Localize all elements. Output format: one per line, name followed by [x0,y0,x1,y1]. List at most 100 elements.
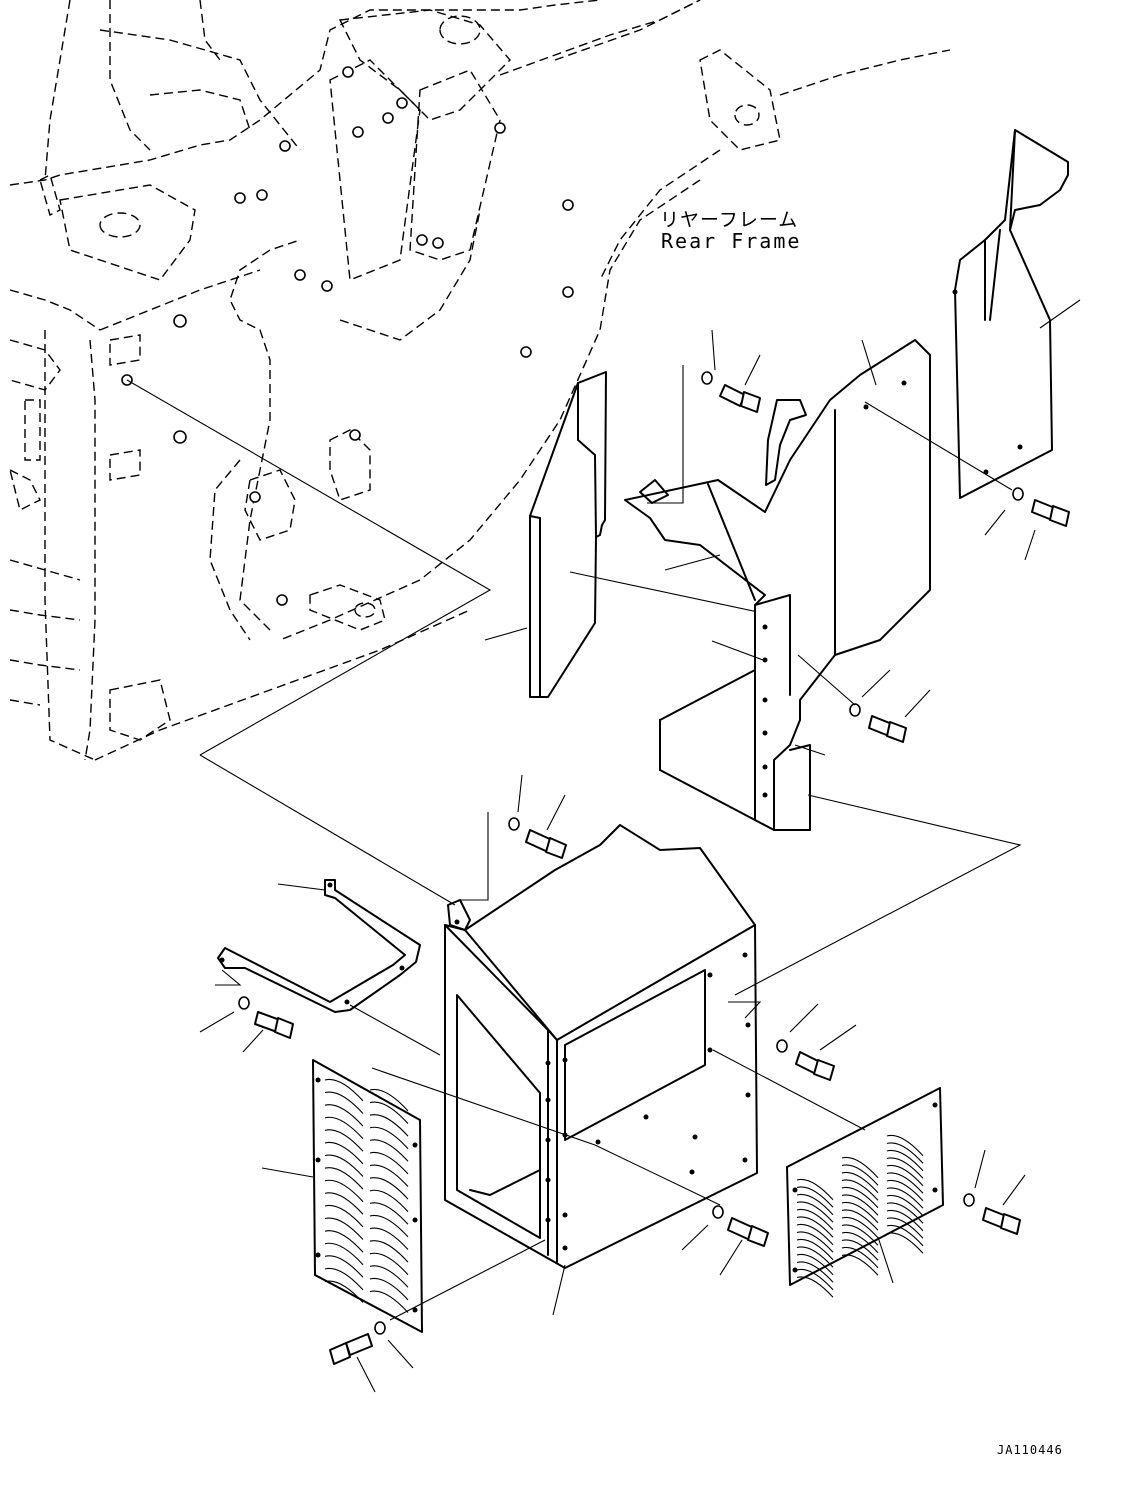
grille-slot [369,1202,409,1225]
grille-slot [796,1276,834,1298]
grille-slot [886,1224,924,1247]
grille-slot [369,1277,409,1301]
grille-slot [369,1265,409,1288]
frame-bolt-markers [121,66,574,606]
grille-slot [796,1246,834,1268]
grille-slot [796,1231,834,1253]
grille-slot [324,1091,364,1114]
grille-slot [886,1232,924,1254]
grille-slot [369,1227,409,1250]
grille-slot [886,1209,924,1232]
grille-slot [841,1246,879,1269]
grille-slot [369,1177,409,1200]
grille-slot [796,1238,834,1261]
grille-slot [796,1208,834,1231]
grille-slot [886,1172,924,1194]
grille-slot [324,1192,364,1215]
drawing-id: JA110446 [997,1443,1063,1457]
grille-slot [886,1164,924,1187]
grille-slot [369,1151,409,1175]
rear-frame-label-jp: リヤーフレーム [660,209,799,231]
grille-slot [324,1179,364,1203]
bolt-lower-center [681,1205,769,1276]
right-grille [712,1049,944,1298]
grille-slot [324,1129,364,1152]
grille-slot [886,1202,924,1224]
bolt-strap [199,969,294,1053]
grille-slot [886,1194,924,1217]
grille-slot [796,1186,834,1208]
grille-slot [324,1217,364,1240]
grille-slot [841,1186,879,1209]
grille-slot [796,1178,834,1201]
grille-slot [886,1187,924,1209]
bolt-lower-right [963,1149,1026,1235]
grille-slot [886,1149,924,1172]
grille-slot [796,1253,834,1276]
grille-slot [886,1134,924,1157]
grille-slot [841,1209,879,1231]
grille-slot [841,1201,879,1224]
rear-frame [8,0,951,761]
grille-slot [841,1231,879,1254]
grille-slot [841,1164,879,1186]
grille-slot [841,1171,879,1194]
grille-slot [369,1139,409,1162]
strap-bracket [217,879,441,1056]
grille-slot [324,1116,364,1140]
grille-slot [324,1242,364,1266]
grille-slot [369,1164,409,1187]
rear-frame-leader [126,379,492,756]
grille-slot [796,1223,834,1246]
grille-slot [841,1179,879,1201]
grille-slot [796,1216,834,1238]
grille-slot [324,1280,364,1303]
grille-slot [324,1267,364,1291]
grille-slot [796,1193,834,1216]
bolt-upper-1 [647,329,761,504]
main-box-cover [444,824,758,1316]
grille-slot [324,1141,364,1165]
grille-slot [324,1167,364,1190]
grille-slot [369,1214,409,1238]
grille-slot [324,1078,364,1102]
left-grille [261,1059,721,1333]
grille-slot [369,1240,409,1263]
upper-center-cover [624,339,931,831]
grille-slot [841,1216,879,1239]
grille-slot [369,1088,409,1112]
grille-slot [324,1230,364,1253]
grille-slot [369,1189,409,1213]
grille-slot [369,1290,409,1313]
grille-slot [886,1217,924,1239]
bolt-box-top [199,754,567,906]
grille-slot [324,1104,364,1127]
right-grille-slots [796,1134,924,1298]
grille-slot [841,1156,879,1179]
grille-slot [324,1154,364,1177]
grille-slot [369,1114,409,1137]
bolt-upper-3 [797,654,931,743]
grille-slot [841,1239,879,1261]
grille-slot [796,1268,834,1291]
grille-slot [841,1224,879,1246]
grille-slot [369,1126,409,1150]
grille-slot [324,1204,364,1228]
upper-right-shield [864,129,1081,499]
grille-slot [886,1157,924,1179]
grille-slot [796,1201,834,1223]
bolt-box-right [728,794,1022,1081]
grille-slot [796,1261,834,1283]
grille-slot [369,1252,409,1276]
bolt-upper-2 [984,487,1070,561]
grille-slot [841,1194,879,1216]
grille-slot [886,1179,924,1202]
bolt-lower-left [329,1239,546,1393]
grille-slot [841,1254,879,1276]
left-grille-slots [324,1078,409,1313]
leaders-upper [664,339,877,756]
grille-slot [369,1101,409,1124]
grille-slot [886,1142,924,1164]
